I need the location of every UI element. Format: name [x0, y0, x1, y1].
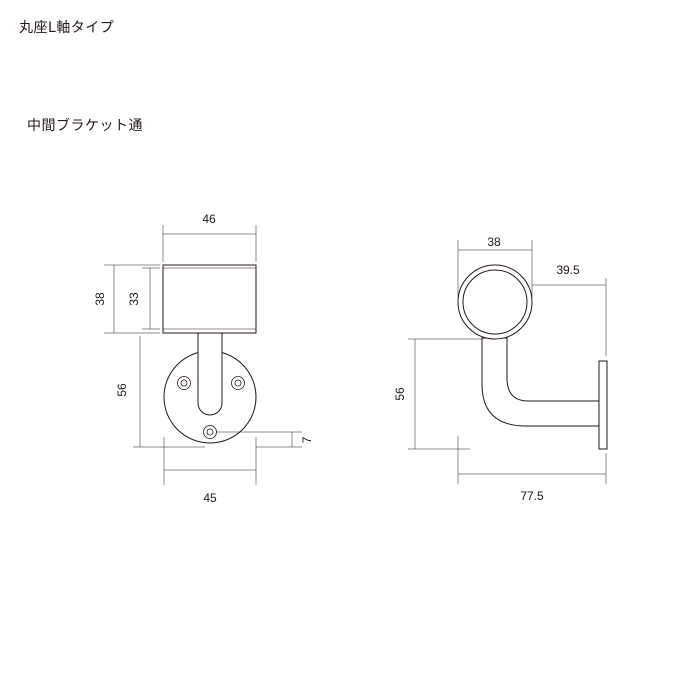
side-view: 38 39.5 56 77.5	[393, 235, 608, 503]
page-title: 丸座L軸タイプ	[19, 20, 115, 36]
dim-depth: 77.5	[520, 489, 544, 503]
section-subtitle: 中間ブラケット通	[27, 118, 143, 134]
saddle-holder	[162, 264, 257, 334]
dim-diameter: 38	[487, 235, 501, 249]
l-bracket-arm	[481, 337, 600, 427]
round-rail-holder-inner	[462, 269, 528, 335]
dim-height-inner: 33	[127, 292, 141, 306]
front-view: 46 38 33 56 7 45	[93, 212, 314, 505]
screw-hole-right	[231, 376, 245, 390]
bracket-stem	[197, 333, 223, 416]
dim-height-stem-side: 56	[393, 387, 407, 401]
screw-hole-left	[177, 376, 191, 390]
dim-width-top: 46	[202, 212, 216, 226]
dim-offset: 39.5	[556, 263, 580, 277]
wall-plate	[598, 360, 608, 450]
dim-height-outer: 38	[93, 292, 107, 306]
dim-height-stem: 56	[115, 383, 129, 397]
screw-hole-bottom	[203, 425, 217, 439]
dim-width-base: 45	[203, 491, 217, 505]
dim-hole-offset: 7	[300, 436, 314, 443]
